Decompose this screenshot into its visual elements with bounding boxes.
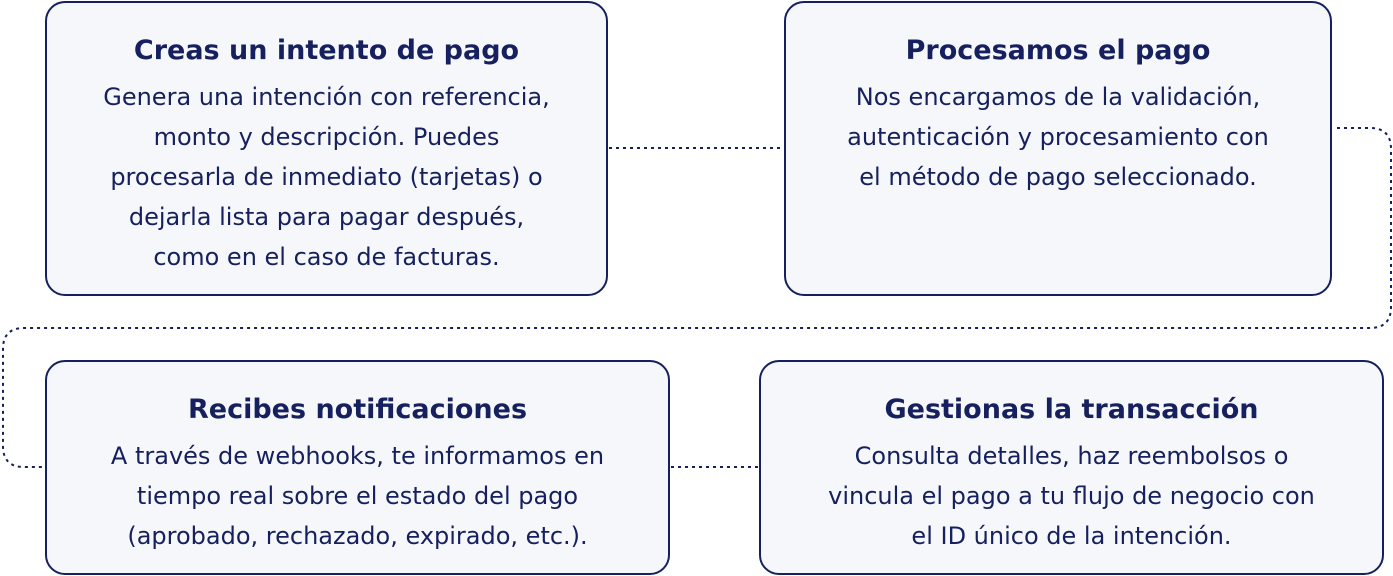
step-description-line: vincula el pago a tu flujo de negocio co… — [828, 482, 1315, 510]
step-description: Genera una intención con referencia, mon… — [63, 69, 590, 277]
step-card-manage-transaction: Gestionas la transacción Consulta detall… — [759, 360, 1384, 575]
step-description: Consulta detalles, haz reembolsos o vinc… — [777, 428, 1366, 556]
step-description-line: procesarla de inmediato (tarjetas) o — [110, 163, 543, 191]
step-description-line: Consulta detalles, haz reembolsos o — [854, 442, 1289, 470]
step-title: Recibes notificaciones — [187, 394, 528, 425]
step-title: Procesamos el pago — [905, 35, 1211, 66]
step-description-line: el ID único de la intención. — [911, 522, 1232, 550]
step-description-line: autenticación y procesamiento con — [847, 123, 1269, 151]
step-description-line: dejarla lista para pagar después, — [128, 203, 525, 231]
step-title: Creas un intento de pago — [133, 35, 520, 66]
step-description: A través de webhooks, te informamos en t… — [63, 428, 652, 556]
step-card-create-intent: Creas un intento de pago Genera una inte… — [45, 1, 608, 296]
step-description-line: Nos encargamos de la validación, — [855, 83, 1261, 111]
step-card-notifications: Recibes notificaciones A través de webho… — [45, 360, 670, 575]
step-description-line: monto y descripción. Puedes — [153, 123, 500, 151]
step-description-line: como en el caso de facturas. — [153, 243, 500, 271]
step-card-process-payment: Procesamos el pago Nos encargamos de la … — [784, 1, 1332, 296]
step-title: Gestionas la transacción — [884, 394, 1259, 425]
step-description-line: A través de webhooks, te informamos en — [110, 442, 605, 470]
step-description-line: el método de pago seleccionado. — [859, 163, 1257, 191]
step-description: Nos encargamos de la validación, autenti… — [802, 69, 1314, 197]
step-description-line: Genera una intención con referencia, — [103, 83, 550, 111]
step-description-line: (aprobado, rechazado, expirado, etc.). — [127, 522, 588, 550]
step-description-line: tiempo real sobre el estado del pago — [136, 482, 579, 510]
